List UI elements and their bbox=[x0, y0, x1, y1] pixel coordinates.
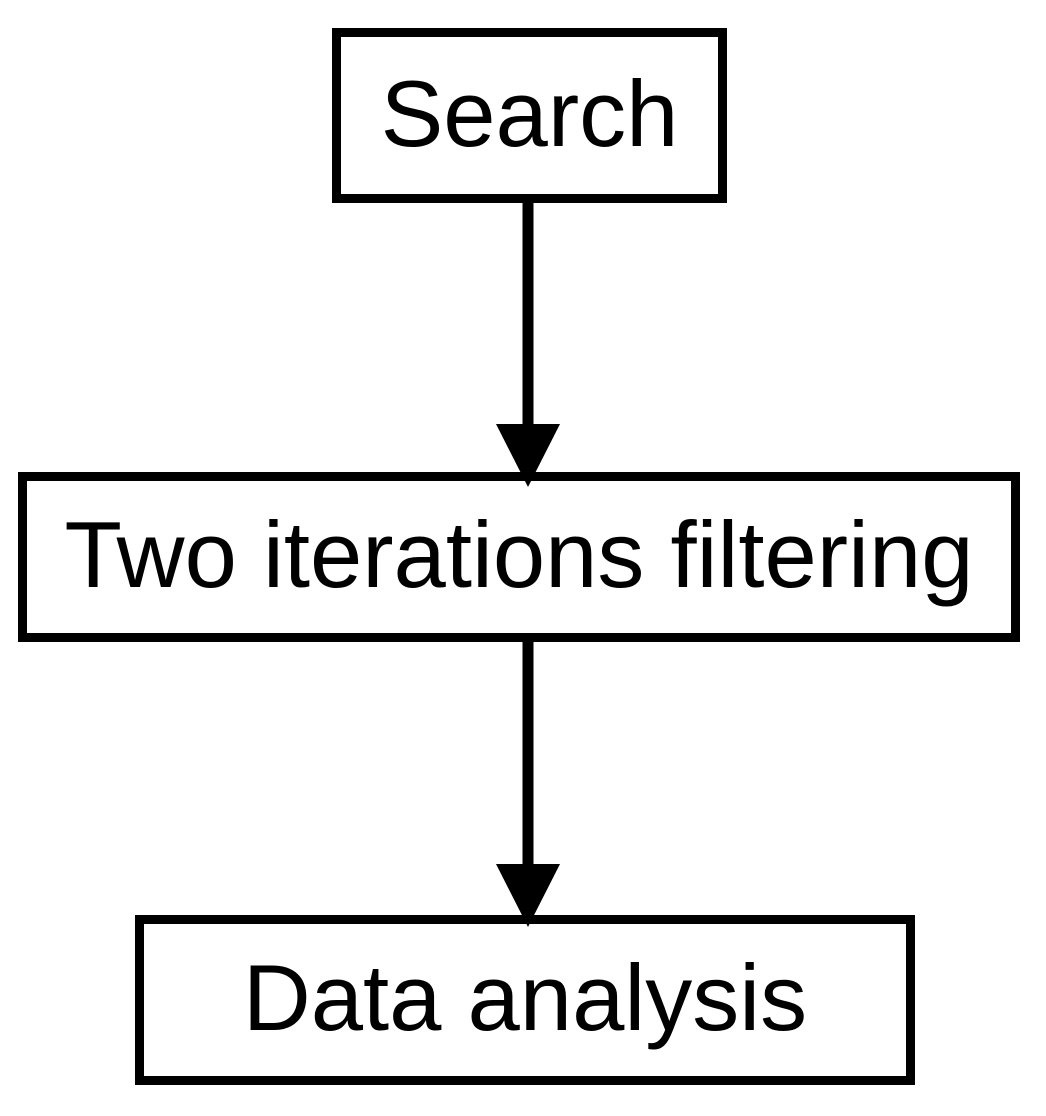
flow-node-data-analysis: Data analysis bbox=[135, 915, 915, 1085]
flow-node-search: Search bbox=[332, 28, 727, 203]
flow-node-two-iterations-filtering: Two iterations filtering bbox=[18, 472, 1020, 642]
flow-node-two-iterations-filtering-label: Two iterations filtering bbox=[64, 502, 974, 607]
arrow-search-to-filtering bbox=[496, 203, 560, 487]
flow-node-search-label: Search bbox=[380, 60, 679, 166]
arrow-filtering-to-analysis bbox=[496, 642, 560, 927]
flow-node-data-analysis-label: Data analysis bbox=[242, 945, 808, 1050]
